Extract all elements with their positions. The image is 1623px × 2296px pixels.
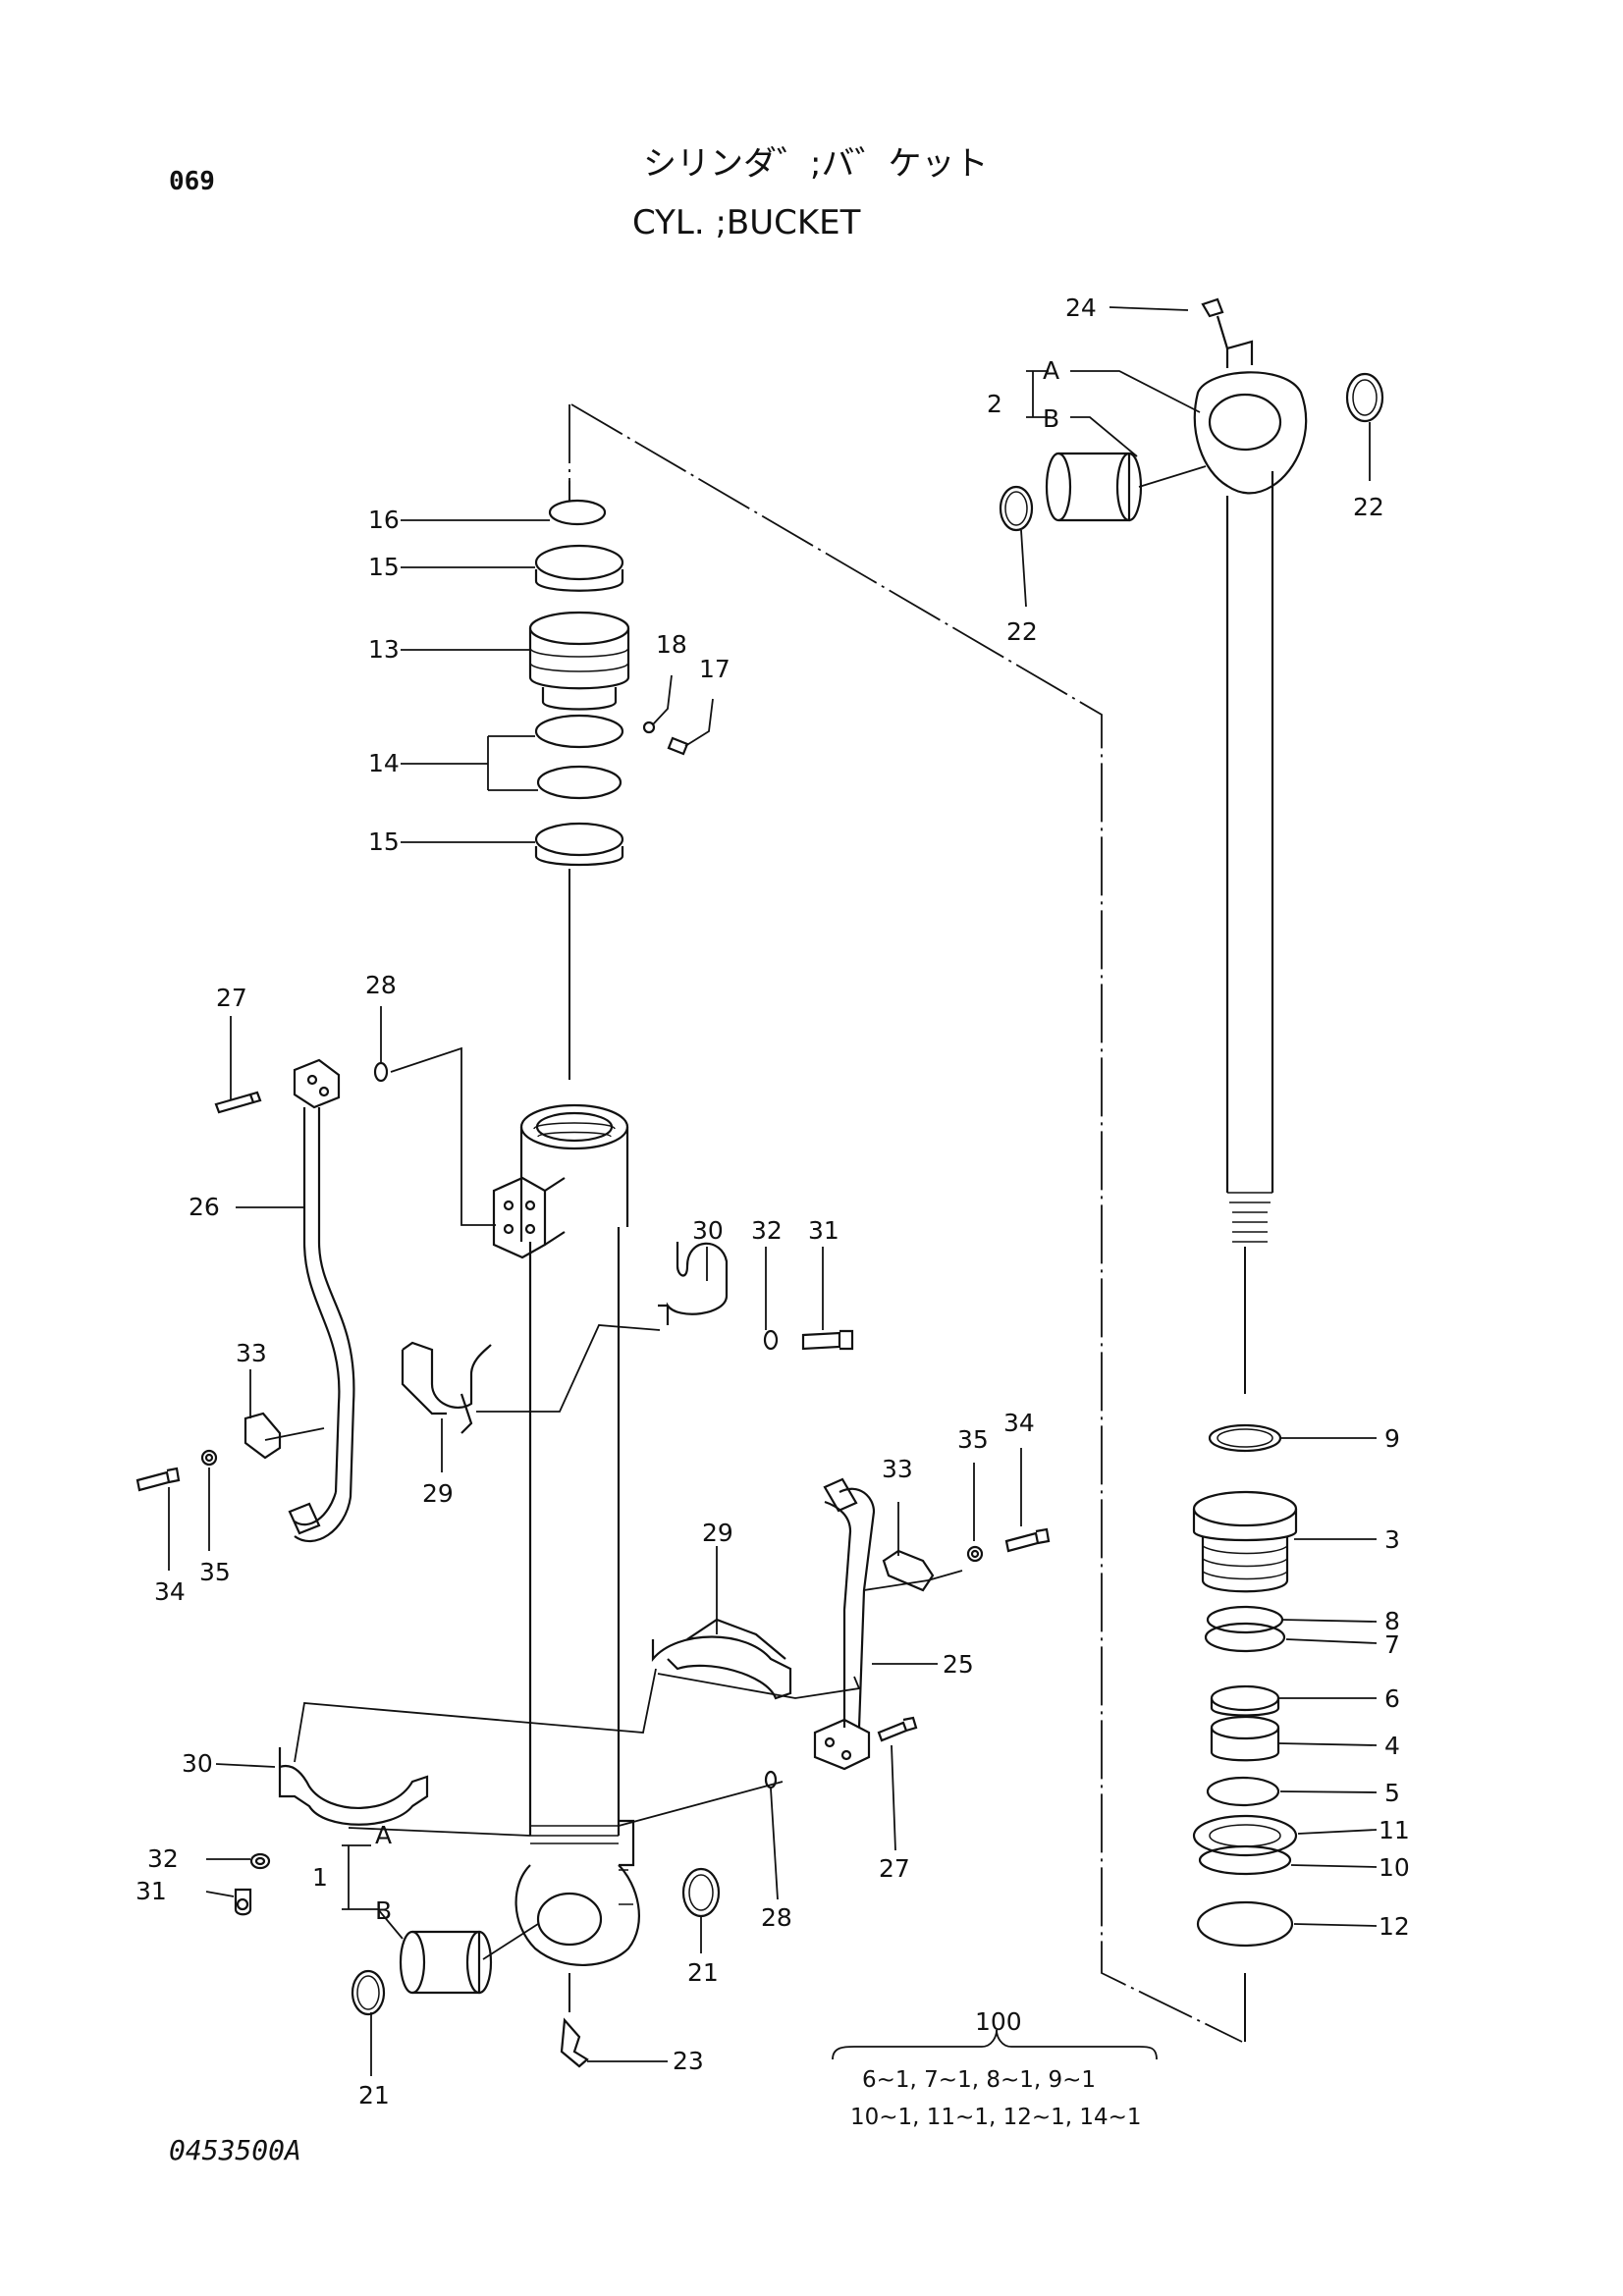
callout-15-upper: 15 (368, 553, 400, 581)
callout-18: 18 (656, 630, 687, 659)
bolts-and-washers (135, 1061, 1051, 1916)
callout-32-lower: 32 (147, 1844, 179, 1873)
kit-line-2: 10~1, 11~1, 12~1, 14~1 (850, 2105, 1142, 2130)
callout-12: 12 (1379, 1912, 1410, 1941)
axis-lines (568, 481, 1246, 2042)
callout-26: 26 (189, 1193, 220, 1221)
callout-1b: B (375, 1896, 392, 1925)
pipes (288, 1058, 876, 1771)
clamps (243, 1242, 935, 1826)
callout-25: 25 (943, 1650, 974, 1679)
callout-6: 6 (1384, 1684, 1400, 1713)
callout-4: 4 (1384, 1732, 1400, 1760)
leader-lines (168, 306, 1378, 2076)
callout-34-upper: 34 (154, 1577, 186, 1606)
grease-fittings (560, 297, 1229, 2068)
callout-2: 2 (987, 390, 1002, 418)
callout-15-lower: 15 (368, 828, 400, 856)
callout-28-upper: 28 (365, 971, 397, 999)
bushing-2b (1045, 452, 1143, 522)
callout-13: 13 (368, 635, 400, 664)
callout-29-upper: 29 (422, 1479, 454, 1508)
piston-rod (1193, 340, 1308, 1243)
seal-rings (351, 372, 1384, 2016)
callout-33-lower: 33 (882, 1455, 913, 1483)
callout-35-upper: 35 (199, 1558, 231, 1586)
callout-5: 5 (1384, 1779, 1400, 1807)
callout-labels: 16 15 13 18 17 14 15 24 2 A B 22 22 28 2… (135, 294, 1410, 2109)
page-number: 069 (169, 167, 215, 196)
callout-1a: A (375, 1821, 392, 1849)
callout-21-left: 21 (358, 2081, 390, 2109)
callout-27-lower: 27 (879, 1854, 910, 1883)
callout-22-right: 22 (1353, 493, 1384, 521)
seal-kit-note: 100 6~1, 7~1, 8~1, 9~1 10~1, 11~1, 12~1,… (850, 2007, 1142, 2130)
callout-27-upper: 27 (216, 984, 247, 1012)
callout-23: 23 (673, 2047, 704, 2075)
title-english: CYL. ;BUCKET (632, 203, 861, 242)
callout-16: 16 (368, 506, 400, 534)
drawing-number: 0453500A (169, 2134, 301, 2166)
kit-number: 100 (975, 2007, 1022, 2036)
bushing-1b (399, 1930, 493, 1995)
title-japanese: シリンダ゛;バ゛ケット (643, 144, 989, 184)
callout-32-upper: 32 (751, 1216, 783, 1245)
callout-7: 7 (1384, 1630, 1400, 1659)
assembly-guide-lines (568, 403, 1243, 2043)
callout-3: 3 (1384, 1525, 1400, 1554)
callout-31-lower: 31 (135, 1877, 167, 1905)
callout-30-lower: 30 (182, 1749, 213, 1778)
callout-29-lower: 29 (702, 1519, 733, 1547)
callout-31-upper: 31 (808, 1216, 839, 1245)
callout-33-upper: 33 (236, 1339, 267, 1367)
callout-10: 10 (1379, 1853, 1410, 1882)
callout-24: 24 (1065, 294, 1097, 322)
callout-22-left: 22 (1006, 617, 1038, 646)
callout-34-lower: 34 (1003, 1409, 1035, 1437)
callout-2b: B (1043, 404, 1059, 433)
callout-8: 8 (1384, 1607, 1400, 1635)
callout-11: 11 (1379, 1816, 1410, 1844)
cylinder-tube (492, 1103, 640, 1967)
callout-30-upper: 30 (692, 1216, 724, 1245)
callout-1: 1 (312, 1863, 328, 1892)
callout-14: 14 (368, 749, 400, 777)
callout-2a: A (1043, 356, 1059, 385)
callout-35-lower: 35 (957, 1425, 989, 1454)
callout-28-lower: 28 (761, 1903, 792, 1932)
kit-line-1: 6~1, 7~1, 8~1, 9~1 (862, 2067, 1096, 2093)
callout-17: 17 (699, 655, 730, 683)
callout-21-right: 21 (687, 1958, 719, 1987)
callout-9: 9 (1384, 1424, 1400, 1453)
